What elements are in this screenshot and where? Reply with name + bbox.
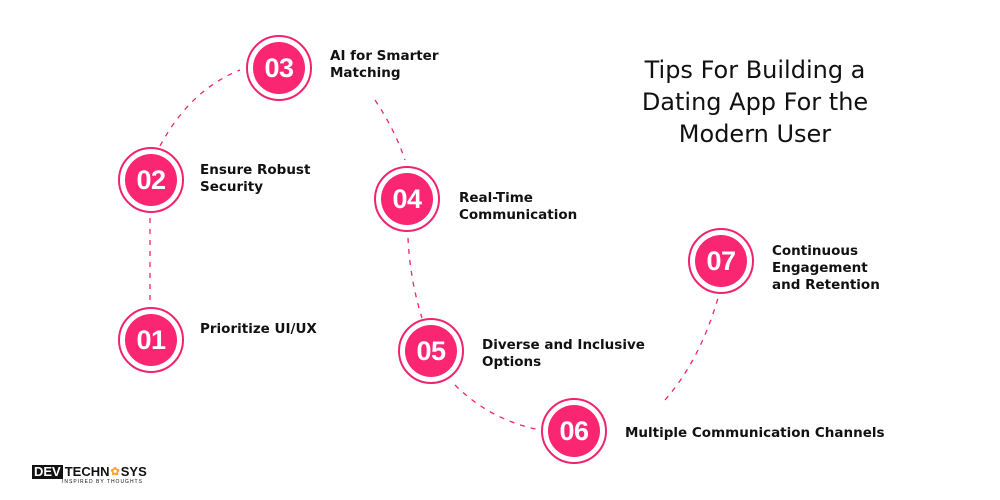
brand-logo: DEV TECHN ✿ SYS INSPIRED BY THOUGHTS: [32, 465, 147, 485]
title-line-1: Tips For Building a: [644, 56, 866, 84]
step-05-label: Diverse and Inclusive Options: [482, 337, 645, 371]
step-number: 02: [125, 154, 177, 206]
logo-text-1: TECHN: [64, 464, 110, 479]
step-07-label: Continuous Engagement and Retention: [772, 243, 880, 294]
step-03-badge: 03: [246, 35, 312, 101]
diagram-title: Tips For Building a Dating App For the M…: [600, 54, 910, 150]
step-04-label: Real-Time Communication: [459, 190, 577, 224]
step-number: 03: [253, 42, 305, 94]
step-number: 07: [695, 235, 747, 287]
label-line: Ensure Robust: [200, 162, 311, 178]
logo-dev-mark: DEV: [32, 464, 63, 479]
label-line: Prioritize UI/UX: [200, 321, 317, 337]
label-line: Matching: [330, 65, 401, 81]
step-03-label: AI for Smarter Matching: [330, 48, 439, 82]
step-number: 05: [405, 325, 457, 377]
step-04-badge: 04: [374, 166, 440, 232]
step-number: 06: [548, 405, 600, 457]
gear-icon: ✿: [110, 466, 120, 478]
step-06-label: Multiple Communication Channels: [625, 425, 885, 442]
logo-tagline: INSPIRED BY THOUGHTS: [62, 479, 143, 485]
label-line: Security: [200, 179, 264, 195]
step-01-badge: 01: [118, 307, 184, 373]
label-line: Multiple Communication Channels: [625, 425, 885, 441]
label-line: AI for Smarter: [330, 48, 439, 64]
step-02-badge: 02: [118, 147, 184, 213]
step-02-label: Ensure Robust Security: [200, 162, 310, 196]
logo-text-2: SYS: [120, 464, 147, 479]
step-01-label: Prioritize UI/UX: [200, 321, 317, 338]
label-line: and Retention: [772, 277, 880, 293]
title-line-2: Dating App For the: [641, 88, 869, 116]
label-line: Diverse and Inclusive: [482, 337, 645, 353]
step-number: 04: [381, 173, 433, 225]
label-line: Options: [482, 354, 542, 370]
step-06-badge: 06: [541, 398, 607, 464]
label-line: Communication: [459, 207, 578, 223]
step-number: 01: [125, 314, 177, 366]
step-07-badge: 07: [688, 228, 754, 294]
label-line: Engagement: [772, 260, 868, 276]
title-line-3: Modern User: [678, 120, 832, 148]
label-line: Real-Time: [459, 190, 533, 206]
label-line: Continuous: [772, 243, 859, 259]
step-05-badge: 05: [398, 318, 464, 384]
